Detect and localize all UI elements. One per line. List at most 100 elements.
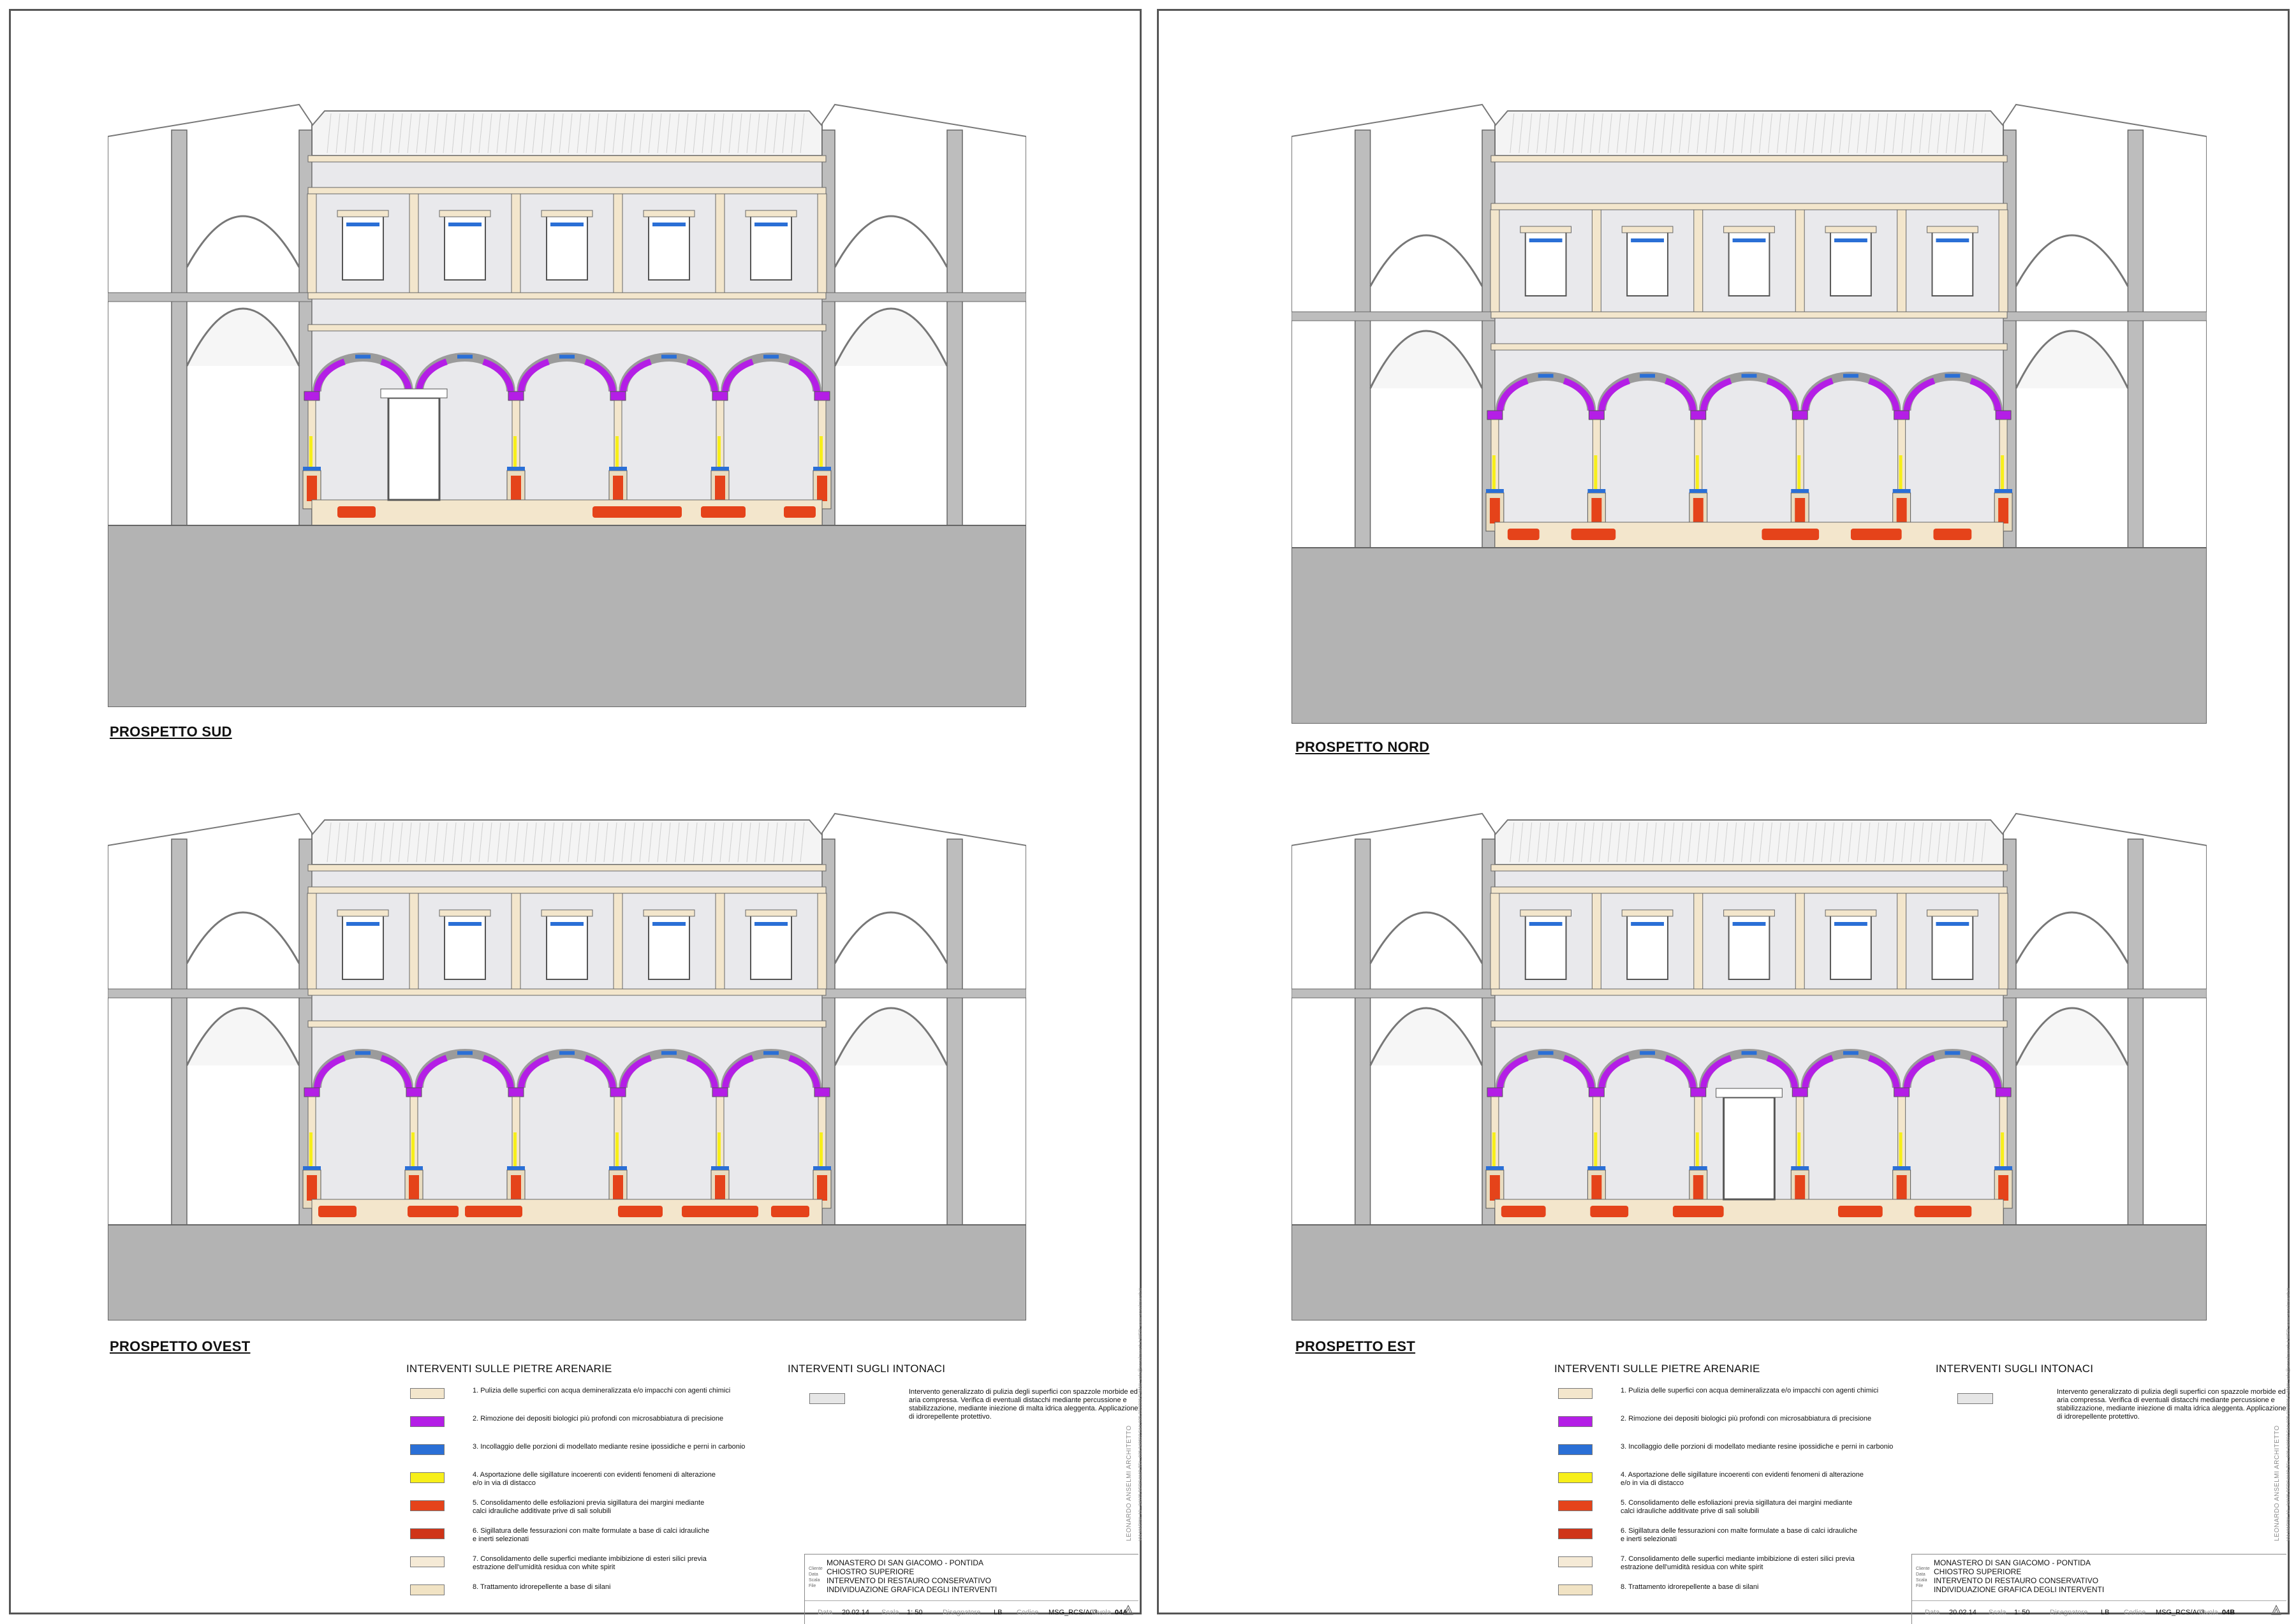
- roof-tile: [407, 113, 412, 154]
- capital: [1588, 410, 1605, 420]
- roof-tile: [791, 113, 796, 154]
- roof-tile: [496, 822, 501, 863]
- damage-pedestal-orange: [613, 1175, 623, 1201]
- section-vault-lower: [2015, 1007, 2129, 1066]
- roof-tile: [1723, 822, 1728, 863]
- damage-base-orange: [1838, 1206, 1883, 1217]
- window-lintel: [745, 210, 797, 217]
- roof-tile: [1670, 113, 1675, 154]
- legend-row-1: 1. Pulizia delle superfici con acqua dem…: [1558, 1387, 1915, 1415]
- window-lintel: [439, 909, 491, 917]
- window: [1524, 231, 1567, 296]
- roof-tile: [791, 822, 796, 863]
- damage-mark: [711, 1166, 729, 1170]
- data-label: Data: [1925, 1609, 1940, 1616]
- damage-arch-purple: [416, 358, 448, 392]
- roof-tile: [639, 113, 644, 154]
- roof-tile: [1661, 113, 1666, 154]
- damage-mark: [457, 355, 473, 359]
- damage-base-orange: [784, 506, 816, 518]
- roof-tile: [1616, 822, 1621, 863]
- damage-mark: [1587, 489, 1606, 493]
- floor-slab: [2003, 311, 2207, 321]
- damage-mark-yellow: [1594, 455, 1598, 506]
- roof-tile: [737, 822, 742, 863]
- damage-pedestal-orange: [715, 1175, 725, 1201]
- damage-mark: [559, 1051, 575, 1055]
- capital: [406, 1087, 422, 1097]
- roof-tile: [719, 113, 725, 154]
- section-vault: [186, 215, 300, 268]
- window-lintel: [643, 210, 695, 217]
- damage-base-orange: [1672, 1206, 1724, 1217]
- roof-tile: [1901, 822, 1906, 863]
- roof-tile: [407, 822, 412, 863]
- section-vault-lower: [186, 1007, 300, 1066]
- damage-mark: [457, 1051, 473, 1055]
- roof-tile: [1830, 113, 1835, 154]
- damage-arch-purple: [1598, 1055, 1631, 1088]
- roof-tile: [344, 822, 350, 863]
- title-line-4: INDIVIDUAZIONE GRAFICA DEGLI INTERVENTI: [1934, 1585, 2105, 1594]
- roof-tile: [335, 113, 341, 154]
- window-lintel: [1520, 909, 1571, 917]
- roof-tile: [1679, 822, 1684, 863]
- roof-tile: [371, 113, 376, 154]
- title-line-2: CHIOSTRO SUPERIORE: [827, 1567, 915, 1576]
- roof-tile: [327, 822, 332, 863]
- title-block-footer: Data 20.02.14 Scala 1: 50 Disegnatore LB…: [805, 1600, 1138, 1624]
- cornice: [1490, 203, 2008, 210]
- disegnatore-label: Disegnatore: [2050, 1609, 2088, 1616]
- damage-arch-purple: [518, 358, 550, 392]
- damage-mark: [754, 922, 788, 926]
- roof-tile: [1785, 113, 1790, 154]
- legend-row-7: 7. Consolidamento delle superfici median…: [410, 1555, 767, 1583]
- damage-mark: [507, 467, 525, 471]
- damage-arch-purple: [1766, 377, 1799, 411]
- legend-text-1: 1. Pulizia delle superfici con acqua dem…: [473, 1387, 731, 1394]
- damage-arch-purple: [314, 358, 346, 392]
- roof-tile: [460, 113, 466, 154]
- roof-tile: [1945, 822, 1950, 863]
- roof-tile: [1741, 822, 1746, 863]
- damage-arch-purple: [518, 1055, 550, 1088]
- damage-mark: [303, 1166, 321, 1170]
- upper-pilaster: [1795, 893, 1805, 990]
- legend-text-1: 1. Pulizia delle superfici con acqua dem…: [1621, 1387, 1879, 1394]
- roof-tile: [1936, 822, 1941, 863]
- roof-tile: [657, 822, 662, 863]
- damage-arch-purple: [482, 1055, 514, 1088]
- capital: [1487, 1087, 1503, 1097]
- roof-tile: [1696, 822, 1702, 863]
- title-block-footer: Data 20.02.14 Scala 1: 50 Disegnatore LB…: [1912, 1600, 2286, 1624]
- roof-tile: [1972, 113, 1977, 154]
- roof-tile: [585, 113, 591, 154]
- window-lintel: [643, 909, 695, 917]
- section-wall: [2127, 838, 2144, 1225]
- legend-swatch-6: [410, 1528, 445, 1539]
- roof-tile: [353, 822, 358, 863]
- doorway: [387, 397, 441, 501]
- roof-tile: [603, 822, 608, 863]
- upper-pilaster: [1693, 893, 1704, 990]
- roof-tile: [1803, 822, 1808, 863]
- roof-tile: [666, 822, 671, 863]
- legend-swatch-2: [1558, 1416, 1593, 1427]
- roof-tile: [1767, 822, 1772, 863]
- upper-pilaster: [1591, 209, 1601, 312]
- window-lintel: [1927, 909, 1978, 917]
- cornice: [1490, 988, 2008, 996]
- damage-pedestal-orange: [715, 476, 725, 501]
- window-lintel: [1825, 909, 1877, 917]
- damage-arch-purple: [482, 358, 514, 392]
- capital: [304, 391, 320, 401]
- title-line-3: INTERVENTO DI RESTAURO CONSERVATIVO: [827, 1576, 992, 1585]
- damage-pedestal-orange: [511, 476, 521, 501]
- legend-text-8: 8. Trattamento idrorepellente a base di …: [1621, 1583, 1759, 1591]
- section-vault-lower: [186, 307, 300, 367]
- roof-tile: [1758, 822, 1763, 863]
- roof-tile: [612, 822, 617, 863]
- damage-base-orange: [465, 1206, 522, 1217]
- damage-pedestal-orange: [1591, 1175, 1602, 1201]
- roof-tile: [523, 822, 528, 863]
